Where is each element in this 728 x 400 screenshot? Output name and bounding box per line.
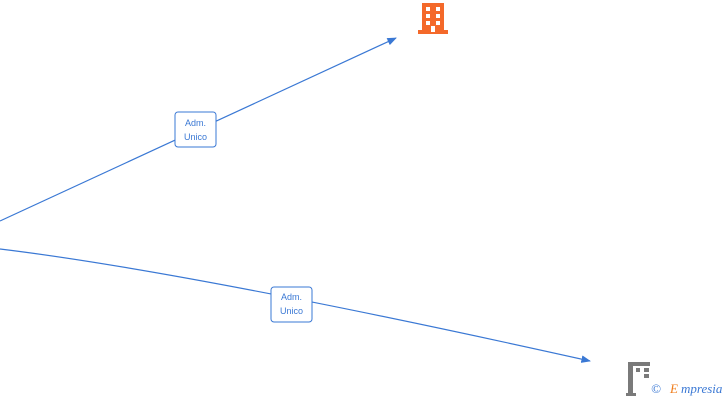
edge-label-line1: Adm. bbox=[185, 118, 206, 128]
edge-label-line2: Unico bbox=[184, 132, 207, 142]
brand-initial: E bbox=[669, 381, 678, 396]
edge-line bbox=[0, 248, 591, 363]
brand-name: mpresia bbox=[681, 381, 723, 396]
empresia-watermark: © E mpresia bbox=[626, 362, 723, 396]
copyright-symbol: © bbox=[651, 381, 661, 396]
edge-label[interactable]: Adm. Unico bbox=[174, 111, 217, 148]
edge-label-box bbox=[270, 286, 313, 323]
edge-label-box bbox=[174, 111, 217, 148]
edge-label-line2: Unico bbox=[280, 306, 303, 316]
edge-label-line1: Adm. bbox=[281, 292, 302, 302]
partial-building-icon bbox=[626, 362, 650, 396]
building-icon[interactable] bbox=[418, 3, 448, 34]
edge-label[interactable]: Adm. Unico bbox=[270, 286, 313, 323]
edge-to-bottom-right: Adm. Unico bbox=[0, 248, 591, 363]
edge-to-company-top: Adm. Unico bbox=[0, 37, 397, 222]
